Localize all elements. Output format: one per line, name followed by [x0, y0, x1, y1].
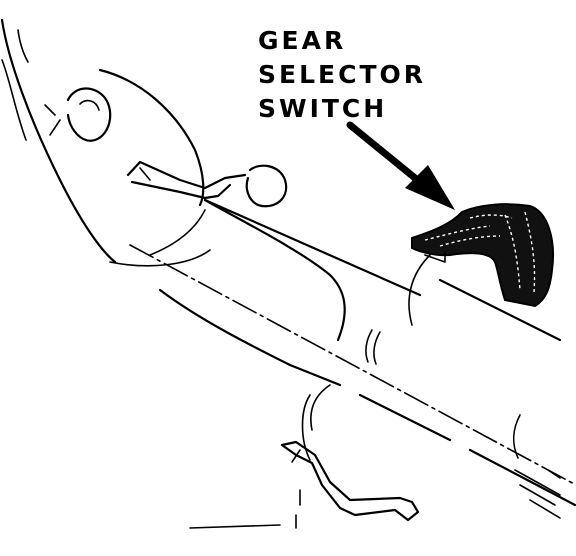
column-lower-section [301, 394, 561, 519]
label-line-1: GEAR [258, 26, 347, 55]
lock-cylinder [44, 87, 112, 142]
gear-selector-switch [411, 203, 554, 308]
column-upper-housing [0, 18, 211, 267]
label-line-2: SELECTOR [258, 60, 426, 89]
mounting-bracket [189, 440, 420, 529]
turn-signal-lever [126, 160, 288, 208]
column-tube [129, 198, 576, 507]
pointer-arrow [346, 121, 455, 210]
label-line-3: SWITCH [258, 94, 388, 123]
gear-selector-switch-label: GEAR SELECTOR SWITCH [258, 24, 426, 126]
